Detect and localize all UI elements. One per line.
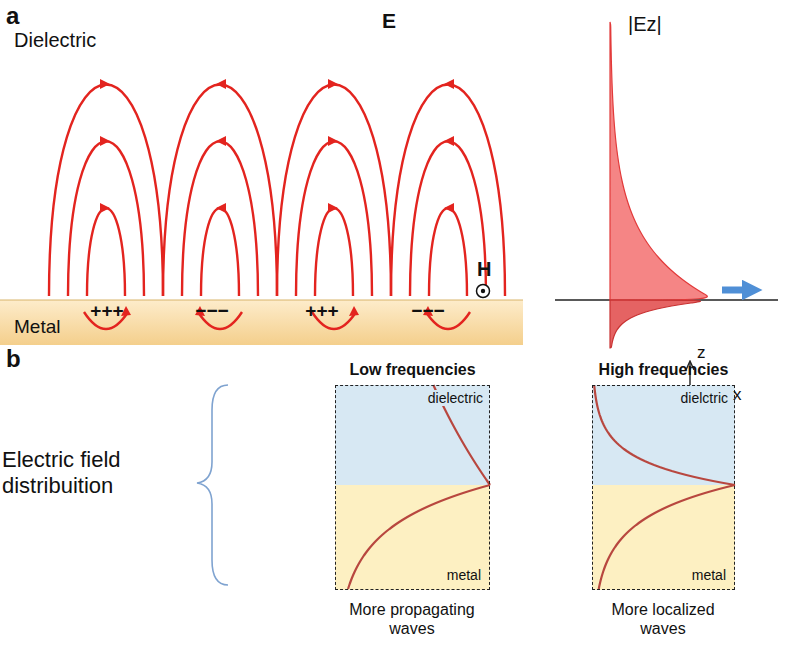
axis-label: x: [733, 385, 742, 405]
field-box: High frequenciesdielctricmetal: [592, 385, 735, 590]
field-lines: [49, 79, 505, 329]
field-profile-dielectric: [610, 22, 707, 300]
decay-curves: [348, 385, 735, 589]
dielectric-band: dielctric: [593, 386, 734, 486]
charge-sign: +++: [90, 300, 123, 323]
field-decay-curve: [599, 485, 735, 589]
field-arrowhead: [349, 306, 359, 316]
metal-band-fill: [335, 485, 490, 590]
field-line: [277, 85, 391, 296]
region-label: metal: [690, 567, 728, 583]
region-label: dielctric: [679, 390, 730, 406]
field-decay-curve: [348, 485, 490, 589]
field-arrowhead: [444, 79, 454, 89]
field-box: Low frequenciesdielectricmetal: [335, 385, 490, 590]
field-line: [163, 85, 277, 296]
field-arrowhead: [444, 203, 454, 213]
field-line: [201, 208, 239, 296]
field-line: [87, 208, 125, 296]
field-label: H: [477, 257, 491, 281]
metal-slab: [0, 300, 523, 345]
field-line: [315, 208, 353, 296]
brace: [197, 385, 228, 585]
field-line: [182, 141, 258, 296]
field-line: [410, 141, 486, 296]
box-heading: Low frequencies: [349, 361, 475, 379]
panel-letter: a: [6, 2, 19, 31]
row-label: Electric field distribuition: [2, 447, 192, 500]
h-field-dot: [481, 289, 485, 293]
field-arrowhead: [100, 203, 110, 213]
region-label: Dielectric: [14, 28, 96, 52]
field-arrowhead: [444, 136, 454, 146]
field-decay-curve: [594, 385, 735, 485]
field-arrowhead: [216, 203, 226, 213]
metal-band-fill: [592, 485, 735, 590]
region-label: metal: [445, 567, 483, 583]
h-field-symbol: [477, 285, 490, 298]
propagation-arrow: [722, 287, 752, 294]
field-arrowhead: [328, 136, 338, 146]
field-magnitude-label: |Ez|: [628, 12, 662, 36]
metal-band: metal: [593, 486, 734, 589]
field-line: [68, 141, 144, 296]
field-line: [49, 85, 163, 296]
box-heading: High frequencies: [599, 361, 729, 379]
panel-letter: b: [6, 345, 21, 374]
charge-sign: −−−: [411, 300, 444, 323]
region-label: Metal: [14, 316, 60, 338]
field-line: [296, 141, 372, 296]
caption: More propagating waves: [337, 600, 487, 638]
field-line: [429, 208, 467, 296]
field-arrowhead: [216, 79, 226, 89]
region-label: dielectric: [426, 390, 485, 406]
axis-label: z: [697, 343, 706, 363]
field-arrowhead: [328, 79, 338, 89]
metal-band: metal: [336, 486, 489, 589]
field-arrowhead: [216, 136, 226, 146]
field-arrowhead: [100, 79, 110, 89]
charge-sign: −−−: [195, 300, 228, 323]
field-arrowhead: [100, 136, 110, 146]
charge-sign: +++: [305, 300, 338, 323]
field-line: [391, 85, 505, 296]
field-arrowhead: [328, 203, 338, 213]
field-profile-metal: [610, 300, 700, 348]
dielectric-band: dielectric: [336, 386, 489, 486]
caption: More localized waves: [588, 600, 738, 638]
dielectric-band-fill: [335, 385, 490, 485]
field-label: E: [382, 8, 396, 33]
dielectric-band-fill: [592, 385, 735, 485]
